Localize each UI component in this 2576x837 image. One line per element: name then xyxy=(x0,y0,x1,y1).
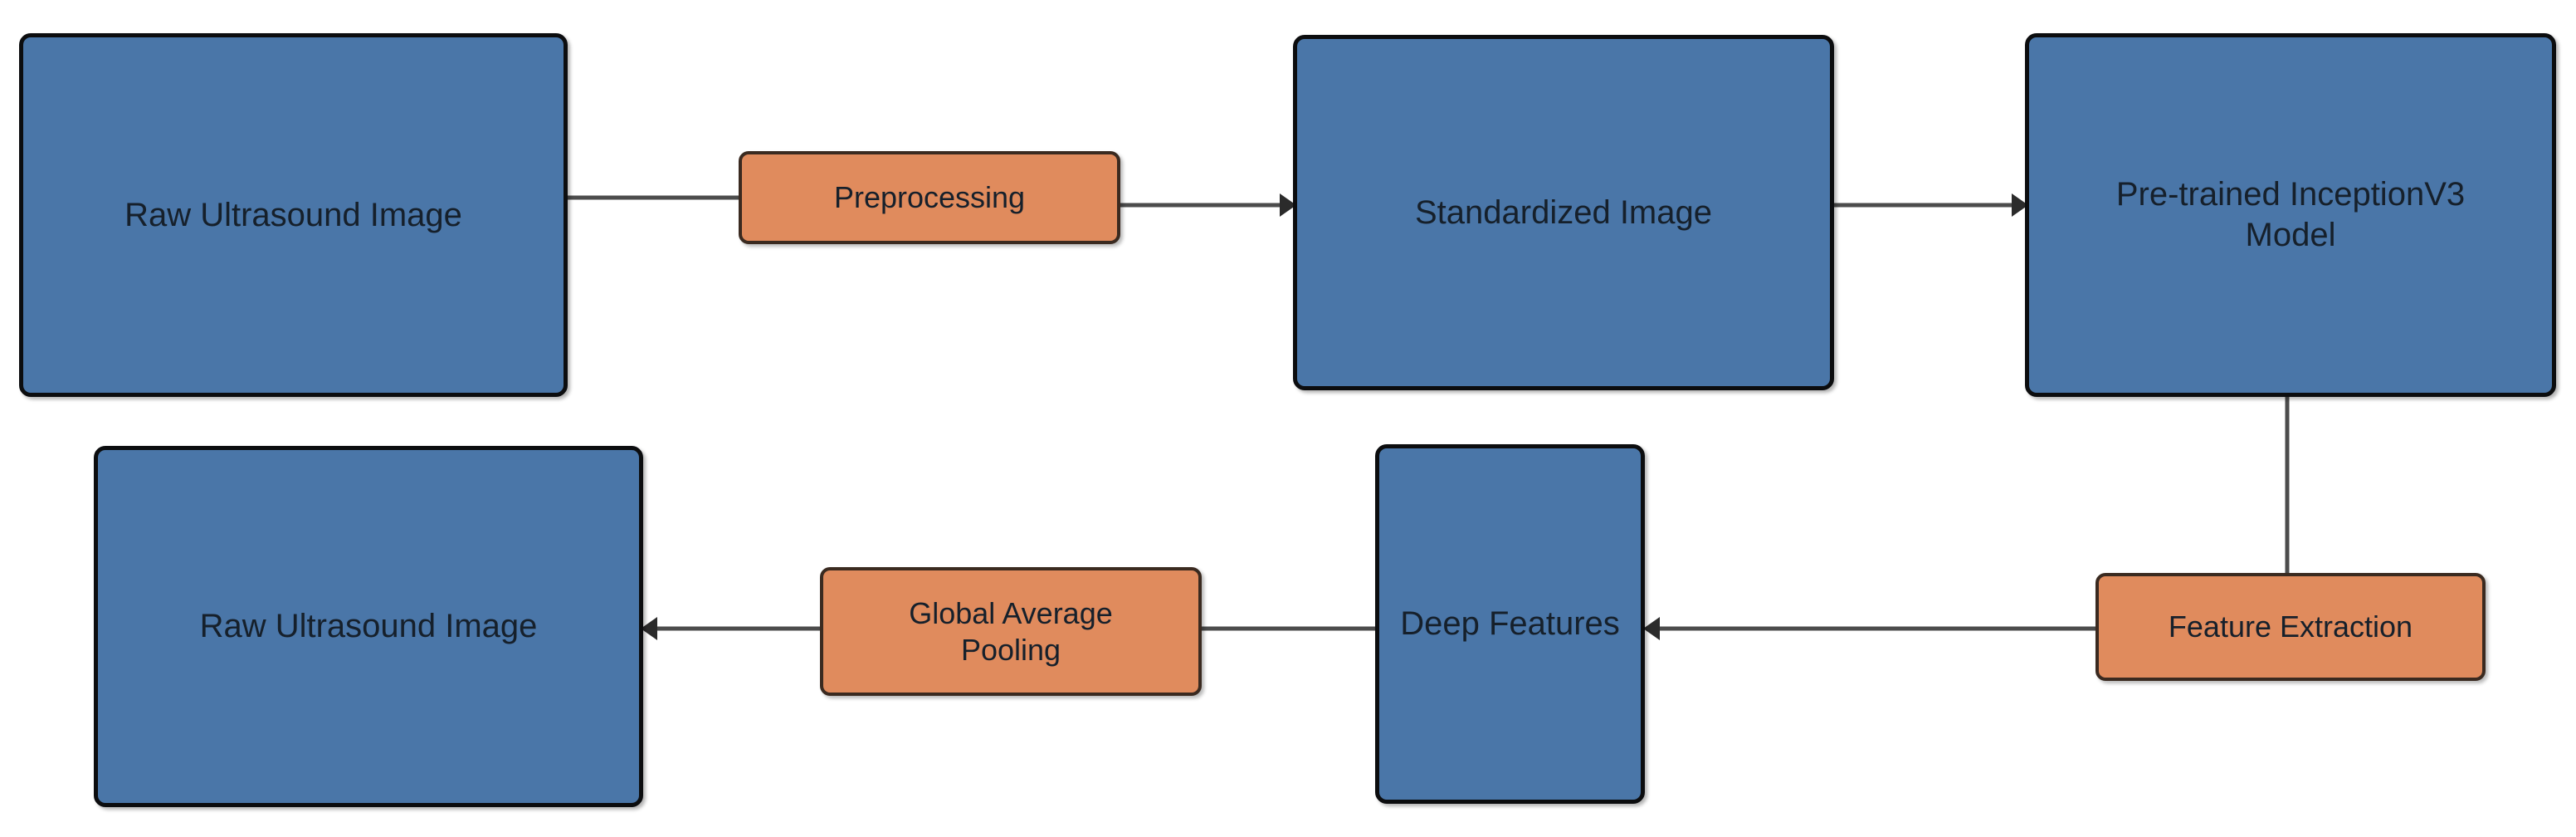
node-label: Deep Features xyxy=(1400,605,1620,643)
edge-raw-to-preprocessing xyxy=(564,191,744,204)
edge-pooling-to-raw-bottom xyxy=(637,614,825,643)
edge-standardized-to-inception xyxy=(1831,191,2030,219)
edge-feature-extraction-to-deep-features xyxy=(1642,614,2098,643)
node-label: Raw Ultrasound Image xyxy=(124,196,462,233)
edge-inception-to-feature-extraction xyxy=(2281,394,2294,578)
node-feature-extraction[interactable]: Feature Extraction xyxy=(2095,573,2486,681)
node-label: Preprocessing xyxy=(833,180,1026,215)
node-pre-trained-inceptionv3-model[interactable]: Pre-trained InceptionV3 Model xyxy=(2025,33,2556,397)
node-label: Global Average Pooling xyxy=(909,595,1113,667)
node-label: Pre-trained InceptionV3 Model xyxy=(2115,176,2466,253)
node-raw-ultrasound-image-bottom[interactable]: Raw Ultrasound Image xyxy=(94,446,643,807)
node-global-average-pooling[interactable]: Global Average Pooling xyxy=(820,567,1202,696)
edge-deep-features-to-pooling xyxy=(1198,622,1378,635)
node-raw-ultrasound-image-top[interactable]: Raw Ultrasound Image xyxy=(19,33,568,397)
edge-preprocessing-to-standardized xyxy=(1117,191,1298,219)
node-label: Raw Ultrasound Image xyxy=(199,608,538,645)
node-label: Feature Extraction xyxy=(2168,609,2413,644)
node-label: Standardized Image xyxy=(1414,193,1712,231)
node-deep-features[interactable]: Deep Features xyxy=(1375,444,1645,804)
node-preprocessing[interactable]: Preprocessing xyxy=(739,151,1120,244)
node-standardized-image[interactable]: Standardized Image xyxy=(1293,35,1834,390)
